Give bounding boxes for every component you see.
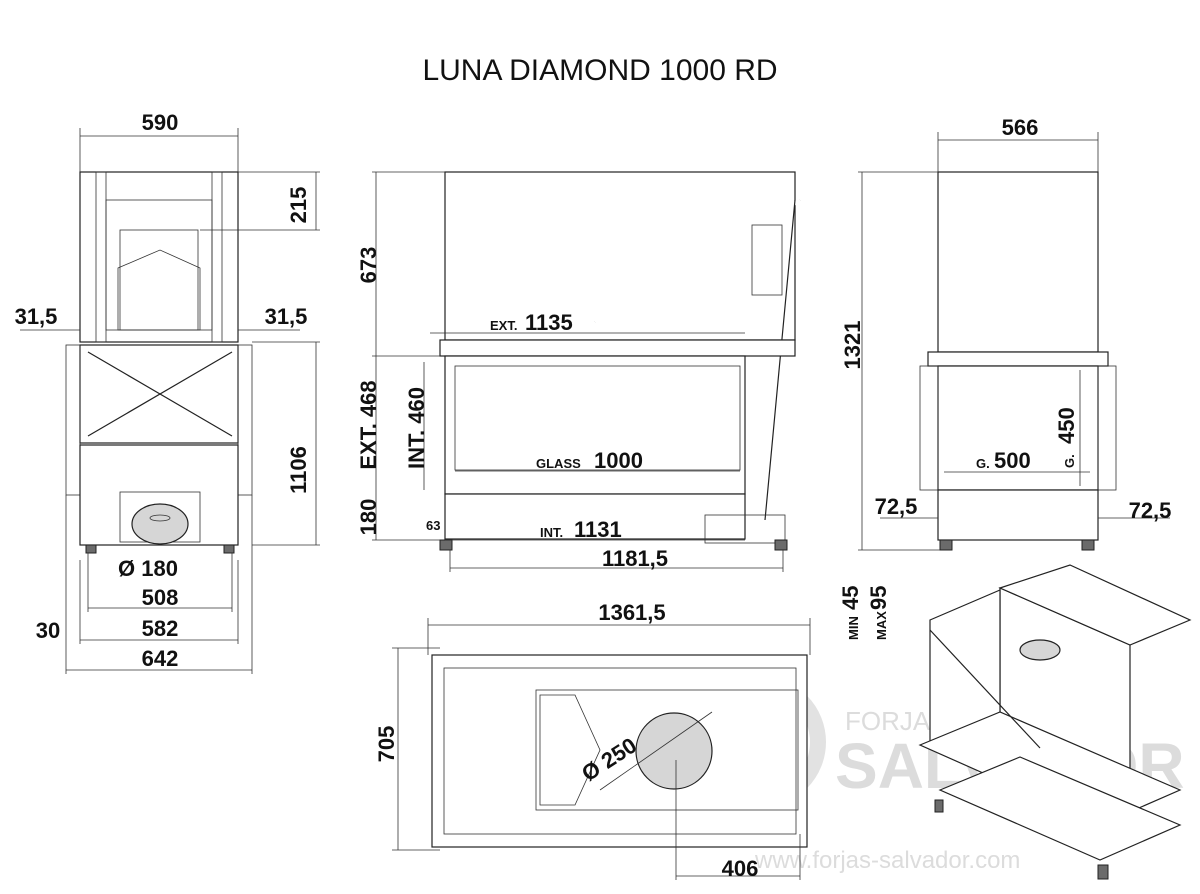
- dim-ext-468: EXT. 468: [356, 380, 381, 469]
- glass-prefix: GLASS: [536, 456, 581, 471]
- dim-582: 582: [142, 616, 179, 641]
- dim-front-width: 590: [142, 110, 179, 135]
- min-label: MIN: [846, 616, 861, 640]
- g-500-prefix: G.: [976, 456, 990, 471]
- right-view: 566 1321 G. 500 G. 450 72,5 72,5 MIN 45 …: [838, 115, 1171, 640]
- dim-30: 30: [36, 618, 60, 643]
- dim-673: 673: [356, 247, 381, 284]
- flue-outlet-250: [635, 712, 713, 790]
- right-top-plate: [927, 351, 1109, 367]
- dim-705: 705: [374, 726, 399, 763]
- dim-int-460: INT. 460: [404, 387, 429, 469]
- dim-642: 642: [142, 646, 179, 671]
- dim-31-5-right: 31,5: [265, 304, 308, 329]
- side-upper-hood: [444, 171, 796, 341]
- dim-508: 508: [142, 585, 179, 610]
- dim-min-45: 45: [838, 586, 863, 610]
- drawing-title: LUNA DIAMOND 1000 RD: [422, 54, 777, 87]
- side-view: 673 EXT. 1135 EXT. 468 INT. 460 GLASS 10…: [356, 171, 802, 572]
- top-outer-frame: [431, 654, 808, 848]
- dim-1181-5: 1181,5: [602, 546, 668, 571]
- dim-1106: 1106: [286, 446, 311, 494]
- dim-1361-5: 1361,5: [598, 600, 665, 625]
- g-450-prefix: G.: [1062, 454, 1077, 468]
- front-upper-box: [79, 171, 239, 343]
- dim-g-500: 500: [994, 448, 1031, 473]
- dim-31-5-left: 31,5: [15, 304, 58, 329]
- int-1131-prefix: INT.: [540, 525, 563, 540]
- ext-1135-prefix: EXT.: [490, 318, 517, 333]
- dim-max-95: 95: [866, 586, 891, 610]
- dim-72-5-left: 72,5: [875, 494, 918, 519]
- front-view: 590 215 31,5 31,5 1106 Ø 180 508 30 582: [15, 110, 320, 674]
- dim-406: 406: [722, 856, 759, 881]
- iso-view: [918, 564, 1192, 880]
- watermark-website: www.forjas-salvador.com: [754, 847, 1020, 874]
- dim-215: 215: [286, 187, 311, 224]
- dim-180-side: 180: [356, 499, 381, 536]
- dim-72-5-right: 72,5: [1129, 498, 1172, 523]
- flue-outlet-180: [131, 503, 189, 545]
- dim-glass-1000: 1000: [594, 448, 643, 473]
- right-base: [937, 489, 1099, 541]
- dim-63: 63: [426, 518, 440, 533]
- side-body: [444, 355, 746, 495]
- dim-int-1131: 1131: [574, 517, 622, 542]
- top-view: 1361,5 705 Ø 250 406: [374, 600, 811, 881]
- side-base: [444, 493, 746, 540]
- right-upper-box: [937, 171, 1099, 353]
- dim-ext-1135: 1135: [525, 310, 573, 335]
- right-body: [937, 365, 1099, 491]
- dim-diameter-180: Ø 180: [118, 556, 178, 581]
- max-label: MAX: [874, 611, 889, 640]
- dim-1321: 1321: [840, 321, 865, 370]
- side-top-plate: [439, 339, 796, 357]
- dim-g-450: 450: [1054, 407, 1079, 444]
- dim-566: 566: [1002, 115, 1039, 140]
